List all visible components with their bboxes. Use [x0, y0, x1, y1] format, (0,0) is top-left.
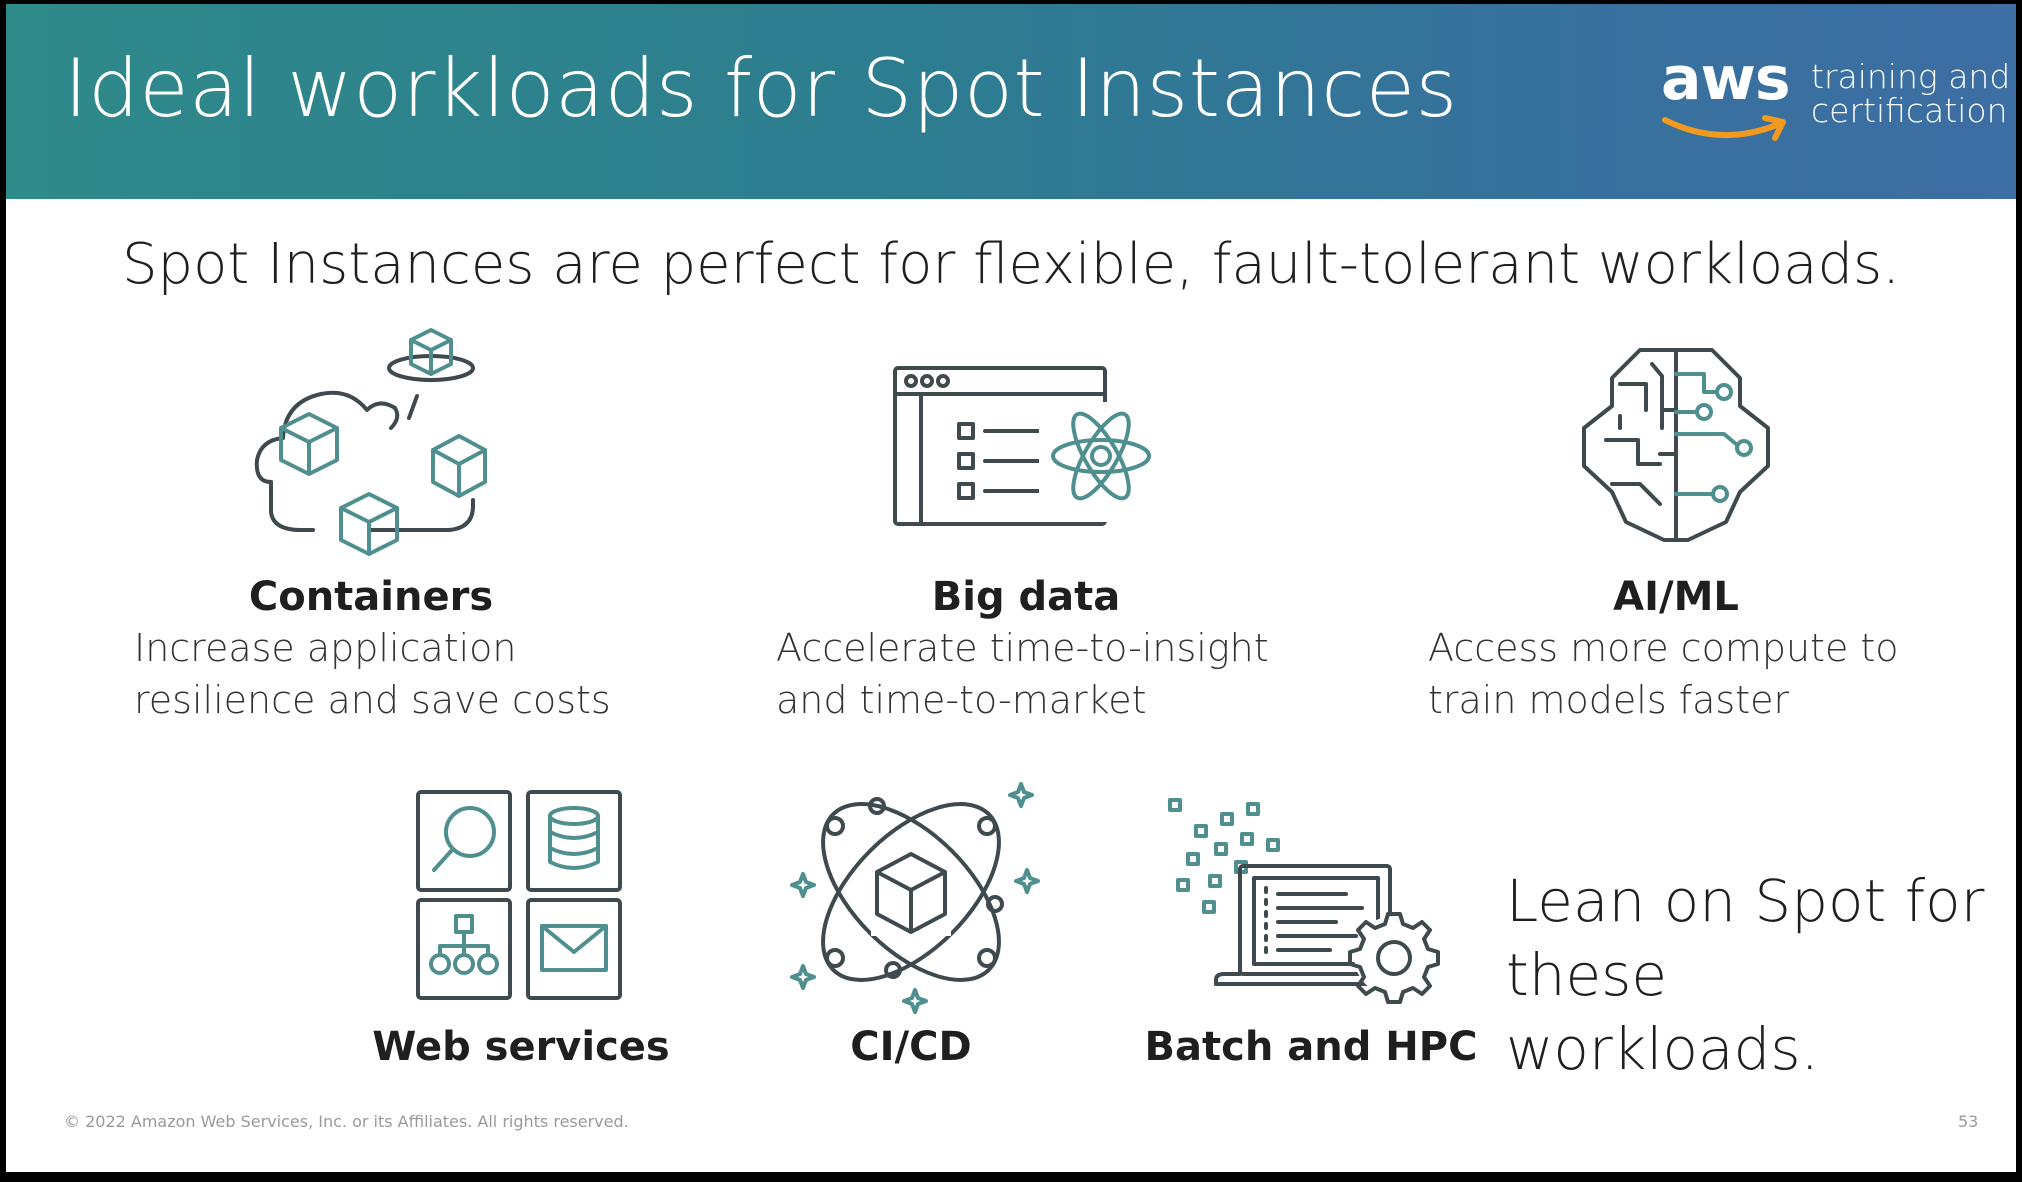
- aws-smile-icon: [1662, 115, 1786, 141]
- workload-desc-big-data: Accelerate time-to-insight and time-to-m…: [776, 626, 1269, 722]
- workload-label-big-data: Big data: [931, 574, 1121, 620]
- workload-desc-ai-ml: Access more compute to train models fast…: [1428, 626, 1899, 722]
- workload-label-batch-hpc: Batch and HPC: [1144, 1024, 1478, 1070]
- workload-label-ci-cd: CI/CD: [850, 1024, 972, 1070]
- ai-ml-brain-icon: [1582, 348, 1770, 542]
- logo-tagline: training and certification: [1811, 57, 2011, 130]
- aws-logo-word: aws: [1661, 44, 1791, 114]
- workload-label-ai-ml: AI/ML: [1613, 574, 1739, 620]
- slide: Ideal workloads for Spot Instances aws t…: [6, 4, 2016, 1172]
- workload-label-containers: Containers: [248, 574, 494, 620]
- slide-title: Ideal workloads for Spot Instances: [64, 42, 1458, 135]
- containers-cloud-icon: [254, 328, 487, 556]
- page-number: 53: [1958, 1112, 1979, 1131]
- copyright-footer: © 2022 Amazon Web Services, Inc. or its …: [64, 1112, 629, 1131]
- workload-desc-containers: Increase application resilience and save…: [134, 626, 611, 722]
- workload-label-web-services: Web services: [372, 1024, 670, 1070]
- big-data-atom-icon: [893, 366, 1159, 526]
- ci-cd-icon: [790, 782, 1040, 1014]
- callout-text: Lean on Spot for these workloads.: [1506, 867, 1985, 1083]
- batch-hpc-icon: [1168, 798, 1440, 1004]
- aws-logo: aws: [1661, 44, 1796, 152]
- slide-subtitle: Spot Instances are perfect for flexible,…: [121, 232, 1901, 297]
- header-banner: Ideal workloads for Spot Instances aws t…: [6, 4, 2016, 199]
- web-services-icon: [416, 790, 622, 1000]
